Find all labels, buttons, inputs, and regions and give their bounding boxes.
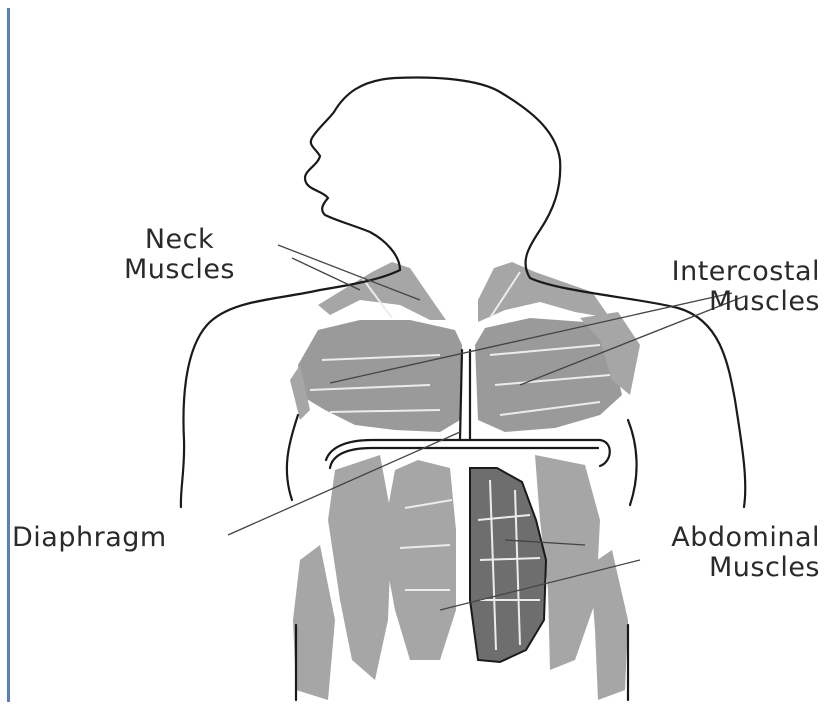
intercostal-muscles-label: Intercostal Muscles xyxy=(622,257,820,317)
abdominal-label-line1: Abdominal xyxy=(602,523,820,553)
neck-muscles-label: Neck Muscles xyxy=(124,225,235,285)
diaphragm-label-line1: Diaphragm xyxy=(12,523,167,553)
abdominal-muscles xyxy=(382,460,546,662)
abdominal-muscles-label: Abdominal Muscles xyxy=(602,523,820,583)
intercostal-label-line2: Muscles xyxy=(622,287,820,317)
oblique-muscles xyxy=(293,455,628,700)
neck-muscles xyxy=(318,262,610,322)
diaphragm-label: Diaphragm xyxy=(12,523,167,553)
neck-label-line2: Muscles xyxy=(124,255,235,285)
neck-label-line1: Neck xyxy=(124,225,235,255)
abdominal-label-line2: Muscles xyxy=(602,553,820,583)
intercostal-label-line1: Intercostal xyxy=(622,257,820,287)
body-outline xyxy=(181,78,745,700)
